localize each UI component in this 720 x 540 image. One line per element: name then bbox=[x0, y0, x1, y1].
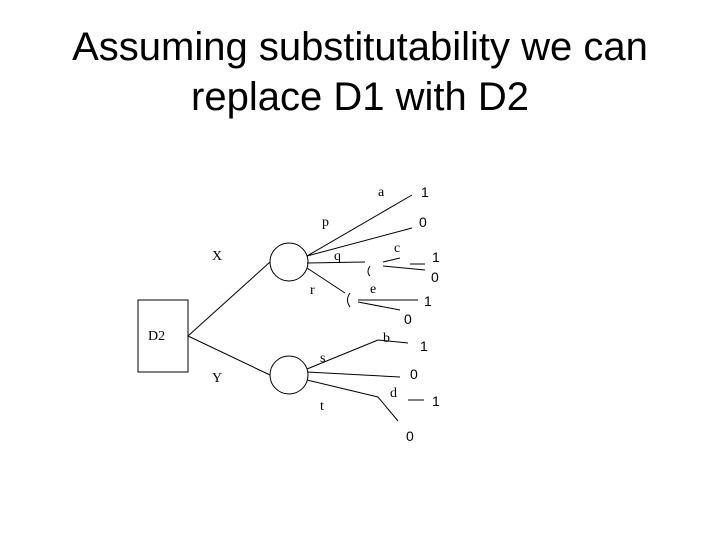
title-line-1: Assuming substitutability we can bbox=[72, 25, 648, 69]
value-a-0: 0 bbox=[419, 214, 427, 230]
value-c-0: 0 bbox=[431, 269, 439, 285]
edge-t bbox=[306, 379, 379, 398]
chance-node-y bbox=[269, 355, 309, 395]
edge-r bbox=[306, 267, 346, 294]
edge-c-0 bbox=[382, 265, 426, 271]
edge-y bbox=[187, 335, 271, 376]
label-r: r bbox=[310, 283, 315, 298]
value-a-1: 1 bbox=[421, 184, 429, 200]
label-t: t bbox=[320, 399, 324, 414]
value-b-0: 0 bbox=[410, 366, 418, 382]
edge-c-1 bbox=[382, 257, 401, 263]
label-d: d bbox=[390, 386, 397, 401]
value-d-1: 1 bbox=[432, 393, 440, 409]
label-q: q bbox=[334, 249, 341, 264]
edge-t-d bbox=[377, 396, 399, 422]
label-x: X bbox=[212, 249, 222, 264]
edge-p bbox=[306, 194, 413, 257]
edge-p-0 bbox=[306, 227, 413, 257]
value-d-0: 0 bbox=[406, 428, 414, 444]
label-b: b bbox=[383, 331, 390, 346]
node-e-arc bbox=[347, 292, 351, 308]
node-c-arc bbox=[367, 265, 371, 277]
chance-node-x bbox=[269, 242, 309, 282]
value-b-1: 1 bbox=[420, 338, 428, 354]
edge-q bbox=[306, 261, 366, 264]
label-e: e bbox=[370, 282, 376, 297]
edge-s-0 bbox=[306, 371, 401, 378]
slide-title: Assuming substitutability we can replace… bbox=[0, 22, 720, 122]
edge-e-0 bbox=[357, 301, 401, 311]
value-c-1: 1 bbox=[432, 249, 440, 265]
edge-s-b bbox=[377, 339, 409, 344]
label-a: a bbox=[378, 185, 385, 200]
label-p: p bbox=[322, 215, 329, 230]
value-e-0: 0 bbox=[404, 311, 412, 327]
value-e-1: 1 bbox=[424, 293, 432, 309]
label-s: s bbox=[320, 351, 325, 366]
label-y: Y bbox=[212, 371, 222, 386]
edge-x bbox=[187, 261, 271, 337]
label-c: c bbox=[394, 241, 400, 256]
edge-s bbox=[306, 339, 379, 370]
label-d2: D2 bbox=[148, 329, 165, 344]
title-line-2: replace D1 with D2 bbox=[191, 75, 529, 119]
